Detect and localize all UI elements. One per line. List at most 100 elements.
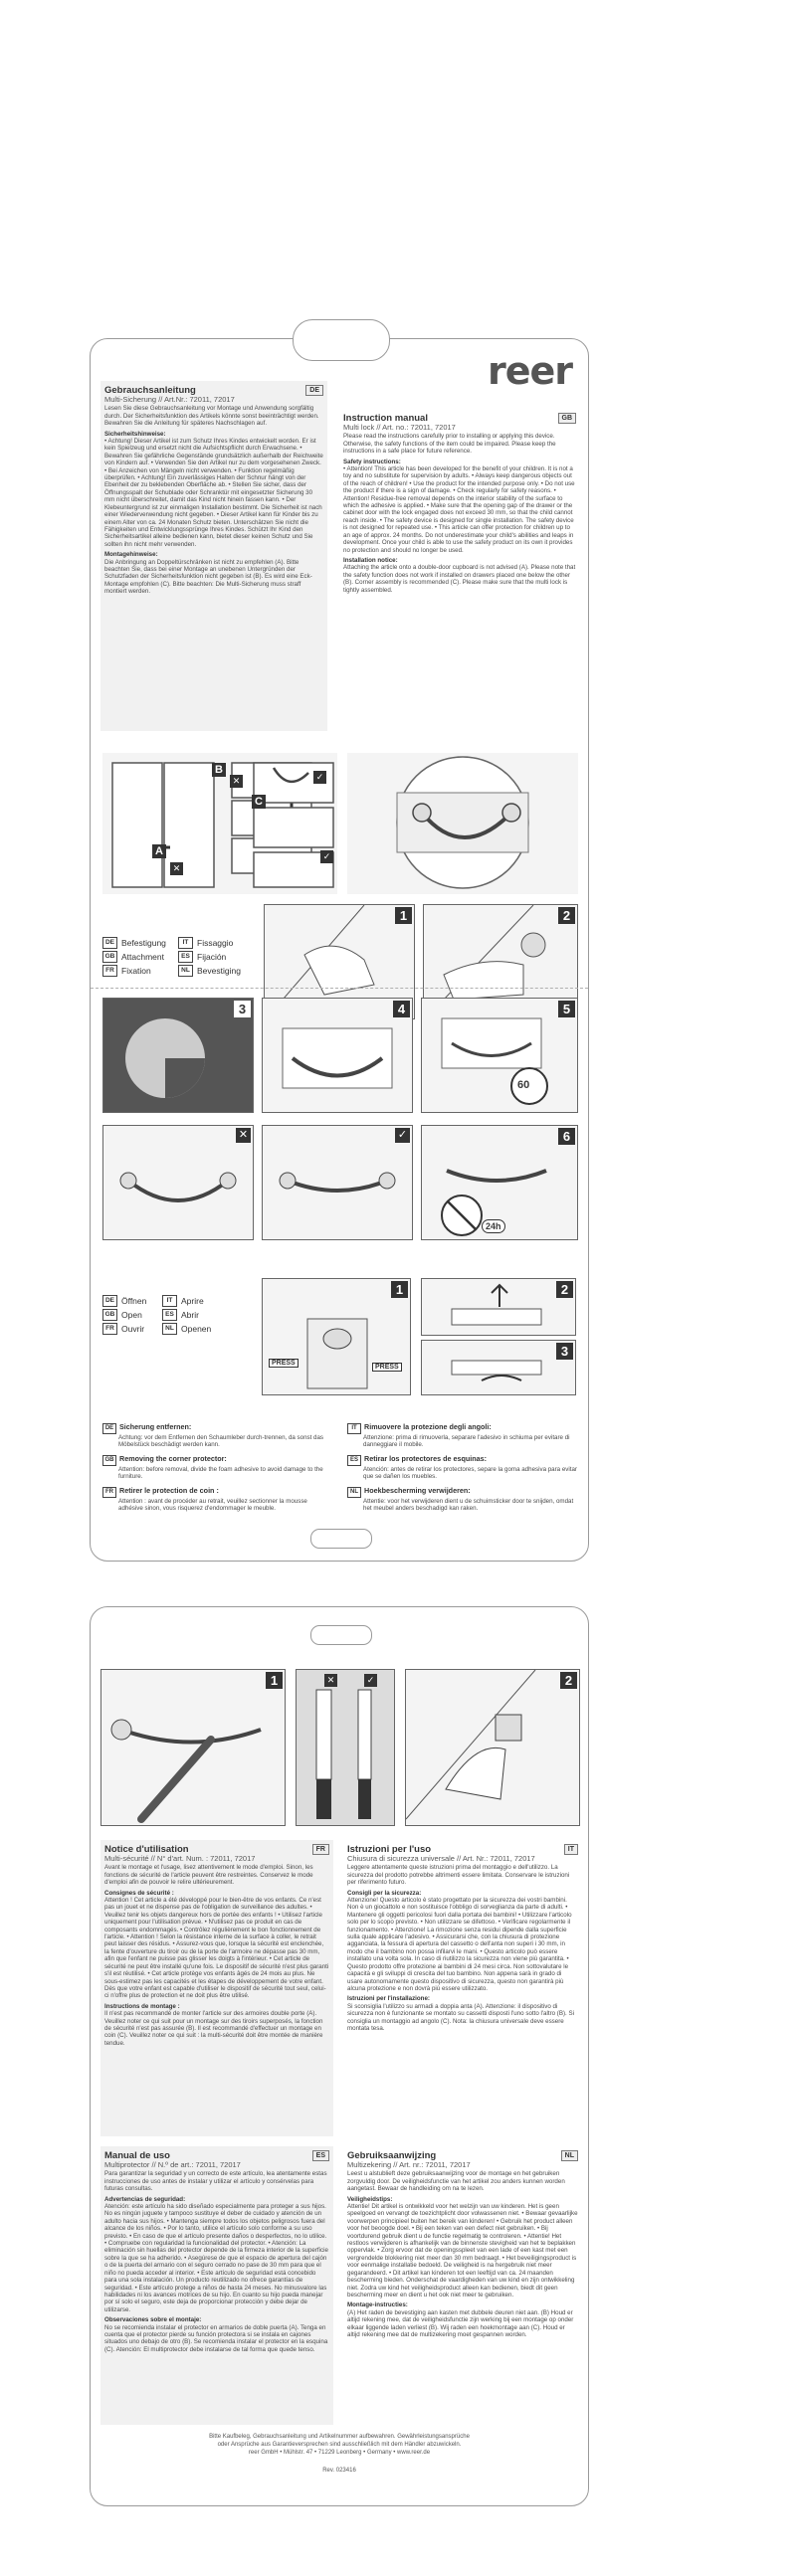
step-5-panel: 60 5 — [421, 998, 578, 1113]
it-safety-heading: Consigli per la sicurezza: — [347, 1889, 422, 1897]
removal-title: Hoekbescherming verwijderen: — [364, 1486, 471, 1495]
es-install-heading: Observaciones sobre el montaje: — [104, 2316, 202, 2324]
de-title: Gebrauchsanleitung — [104, 385, 196, 396]
legend-code: FR — [102, 965, 117, 977]
knife-panel: ✕ ✓ — [296, 1669, 395, 1826]
legend-code: DE — [102, 937, 117, 949]
lang-code: GB — [102, 1455, 116, 1466]
it-install-text: Si sconsiglia l'utilizzo su armadi a dop… — [347, 2002, 574, 2032]
cross-icon: ✕ — [324, 1674, 337, 1687]
label-a: A — [152, 844, 166, 858]
step-number: 3 — [556, 1343, 573, 1360]
step-5-drawing — [441, 1017, 548, 1105]
footer-line-1: Bitte Kaufbeleg, Gebrauchsanleitung und … — [209, 2434, 470, 2440]
lang-code: DE — [102, 1423, 116, 1434]
check-icon: ✓ — [364, 1674, 377, 1687]
legend-label: Aprire — [181, 1296, 204, 1306]
fr-safety-heading: Consignes de sécurité : — [104, 1889, 174, 1897]
step-number: 1 — [391, 1281, 408, 1298]
knife-drawing — [315, 1689, 372, 1819]
it-subtitle: Chiusura di sicurezza universale // Art.… — [347, 1854, 535, 1863]
legend-code: GB — [102, 1309, 117, 1321]
fr-lang-badge: FR — [311, 1844, 329, 1855]
fr-install-text: Il n'est pas recommandé de monter l'arti… — [104, 2010, 323, 2047]
corner-lock-drawing — [396, 756, 529, 889]
de-safety-text: • Achtung! Dieser Artikel ist zum Schutz… — [104, 438, 323, 548]
label-b: B — [212, 763, 226, 777]
step-number: 2 — [560, 1672, 577, 1689]
it-title: Istruzioni per l'uso — [347, 1844, 432, 1855]
step-number: 2 — [558, 907, 575, 924]
cabinet-illustration-c: C ✓ ✓ — [194, 753, 339, 894]
label-c: C — [252, 795, 266, 809]
es-install-text: No se recomienda instalar el protector e… — [104, 2323, 328, 2353]
step-3-panel: 3 — [102, 998, 254, 1113]
legend-code: ES — [178, 951, 193, 963]
legend-label: Öffnen — [121, 1296, 147, 1306]
legend-code: ES — [162, 1309, 177, 1321]
removal-step-1-panel: 1 — [100, 1669, 286, 1826]
gb-install-heading: Installation notice: — [343, 556, 398, 564]
es-intro: Para garantizar la seguridad y un correc… — [104, 2170, 327, 2193]
removal-title: Sicherung entfernen: — [119, 1422, 192, 1431]
removal-step-1-drawing — [110, 1719, 262, 1823]
es-safety-heading: Advertencias de seguridad: — [104, 2195, 186, 2203]
gb-safety-text: • Attention! This article has been devel… — [343, 465, 575, 554]
cross-icon: ✕ — [230, 775, 243, 788]
lang-code: IT — [347, 1423, 361, 1434]
de-intro: Lesen Sie diese Gebrauchsanleitung vor M… — [104, 405, 319, 428]
de-install-heading: Montagehinweise: — [104, 551, 158, 559]
fr-title: Notice d'utilisation — [104, 1844, 189, 1855]
step-number: 4 — [393, 1001, 410, 1017]
nl-safety-text: Attentie! Dit artikel is ontwikkeld voor… — [347, 2203, 578, 2299]
legend-code: FR — [102, 1323, 117, 1335]
nl-title: Gebruiksaanwijzing — [347, 2150, 437, 2161]
open-step-3-drawing — [451, 1360, 542, 1381]
check-icon: ✓ — [320, 850, 333, 863]
es-lang-badge: ES — [311, 2150, 329, 2161]
legend-code: IT — [178, 937, 193, 949]
check-icon: ✓ — [395, 1128, 410, 1143]
timer-60-label: 60 — [517, 1079, 530, 1091]
legend-label: Fijación — [197, 952, 227, 962]
step-number: 6 — [558, 1128, 575, 1145]
fr-safety-text: Attention ! Cet article a été développé … — [104, 1897, 329, 2000]
nl-intro: Leest u alstublieft deze gebruiksaanwijz… — [347, 2170, 565, 2193]
legend-code: NL — [178, 965, 193, 977]
legend-label: Attachment — [121, 952, 164, 962]
step-2-drawing — [425, 905, 546, 1018]
removal-title: Retirer le protection de coin : — [119, 1486, 219, 1495]
cross-icon: ✕ — [170, 862, 183, 875]
step-4-drawing — [282, 1027, 393, 1089]
step-3-drawing — [103, 999, 253, 1112]
es-safety-text: Atención: este artículo ha sido diseñado… — [104, 2203, 328, 2313]
lang-code: NL — [347, 1487, 361, 1498]
nl-safety-heading: Veiligheidstips: — [347, 2195, 393, 2203]
step-6-drawing — [441, 1169, 547, 1236]
hang-hole — [310, 1625, 372, 1645]
nl-subtitle: Multizekering // Art. nr.: 72011, 72017 — [347, 2160, 471, 2169]
corner-lock-closeup — [347, 753, 578, 894]
gb-title: Instruction manual — [343, 413, 428, 424]
legend-label: Abrir — [181, 1310, 199, 1320]
press-label: PRESS — [372, 1363, 402, 1372]
removal-step-2-drawing — [406, 1670, 536, 1820]
legend-label: Ouvrir — [121, 1324, 145, 1334]
fold-line — [91, 988, 588, 989]
removal-text: Attenzione: prima di rimuoverla, separar… — [363, 1434, 570, 1449]
open-step-2-panel: 2 — [421, 1278, 576, 1336]
es-title: Manual de uso — [104, 2150, 170, 2161]
step-number: 3 — [234, 1001, 251, 1017]
legend-code: DE — [102, 1295, 117, 1307]
de-safety-heading: Sicherheitshinweise: — [104, 430, 166, 438]
open-step-1-drawing — [306, 1318, 368, 1389]
